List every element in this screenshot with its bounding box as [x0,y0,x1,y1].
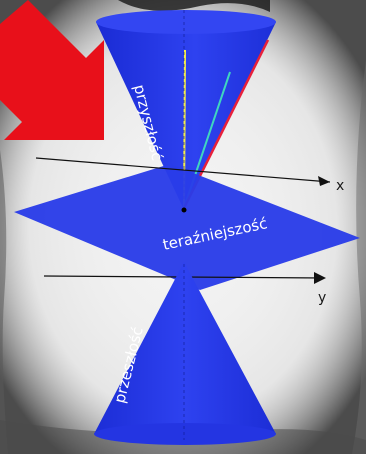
y-axis-label: y [318,290,326,306]
x-axis-label: x [336,178,344,194]
past-cone-rim [94,423,276,445]
future-cone-rim [96,10,276,34]
origin-point [182,208,187,213]
